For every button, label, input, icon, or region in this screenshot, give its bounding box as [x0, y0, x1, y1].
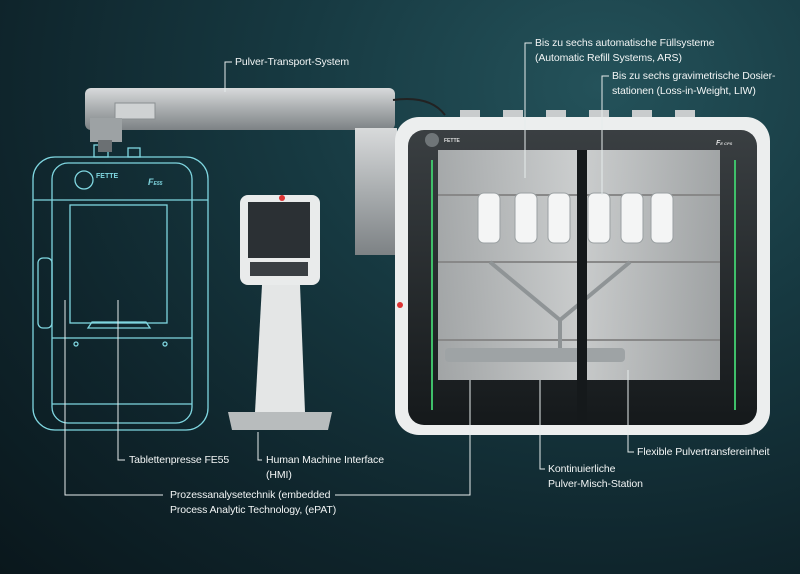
label-liw-line1: Bis zu sechs gravimetrische Dosier- [612, 70, 776, 82]
label-powder-transport-system: Pulver-Transport-System [235, 56, 350, 68]
fette-logo-press: FETTE [96, 173, 118, 180]
hmi-kiosk [228, 195, 332, 430]
label-powder-transfer-unit: Flexible Pulvertransfereinheit [637, 446, 770, 458]
label-tablet-press: Tablettenpresse FE55 [129, 454, 230, 466]
label-epat: Prozessanalysetechnik (embedded Process … [170, 488, 336, 518]
label-hmi: Human Machine Interface (HMI) [266, 453, 384, 483]
label-ars: Bis zu sechs automatische Füllsysteme (A… [535, 36, 715, 66]
label-liw: Bis zu sechs gravimetrische Dosier- stat… [612, 69, 775, 99]
continuous-processing-machine [395, 110, 770, 435]
powder-transport-arm [85, 88, 446, 255]
label-epat-line2: Process Analytic Technology, (ePAT) [170, 504, 337, 516]
label-mixer: Kontinuierliche Pulver-Misch-Station [548, 462, 643, 492]
label-ars-line2: (Automatic Refill Systems, ARS) [535, 52, 682, 64]
label-ars-line1: Bis zu sechs automatische Füllsysteme [535, 37, 715, 49]
label-hmi-line2: (HMI) [266, 469, 292, 481]
label-mixer-line2: Pulver-Misch-Station [548, 478, 643, 490]
label-hmi-line1: Human Machine Interface [266, 454, 384, 466]
label-liw-line2: stationen (Loss-in-Weight, LIW) [612, 85, 756, 97]
tablet-press-fe55 [32, 144, 209, 431]
label-mixer-line1: Kontinuierliche [548, 463, 616, 475]
fette-logo-cps: FETTE [444, 138, 460, 144]
fe-cps-logo: FE CPS [716, 140, 733, 147]
label-epat-line1: Prozessanalysetechnik (embedded [170, 489, 331, 501]
fe55-logo: FE55 [148, 177, 163, 187]
leader-lines [64, 42, 634, 496]
